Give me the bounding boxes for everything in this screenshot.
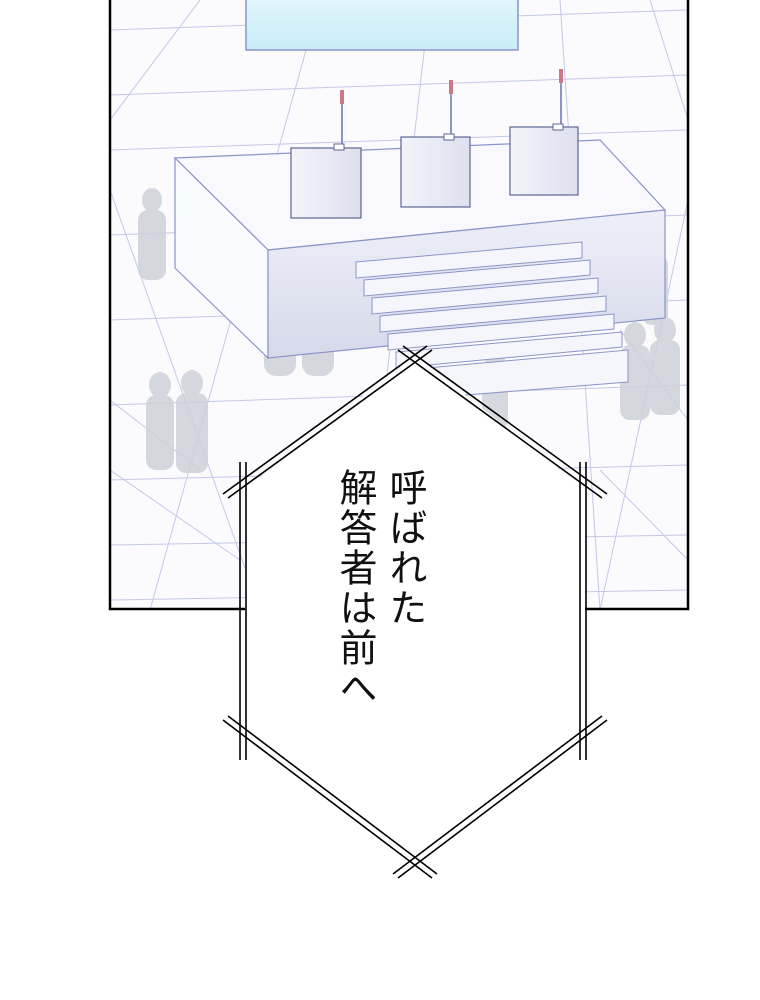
podium-center — [400, 80, 471, 208]
caption-line-1: 呼ばれた — [383, 468, 427, 628]
caption-box — [222, 345, 608, 879]
answer-podiums — [290, 69, 579, 219]
display-screen — [245, 0, 519, 51]
podium-left — [290, 90, 362, 219]
caption-text: 呼ばれた 解答者は前へ — [300, 468, 460, 768]
caption-line-2: 解答者は前へ — [333, 468, 377, 708]
podium-right — [509, 69, 579, 196]
